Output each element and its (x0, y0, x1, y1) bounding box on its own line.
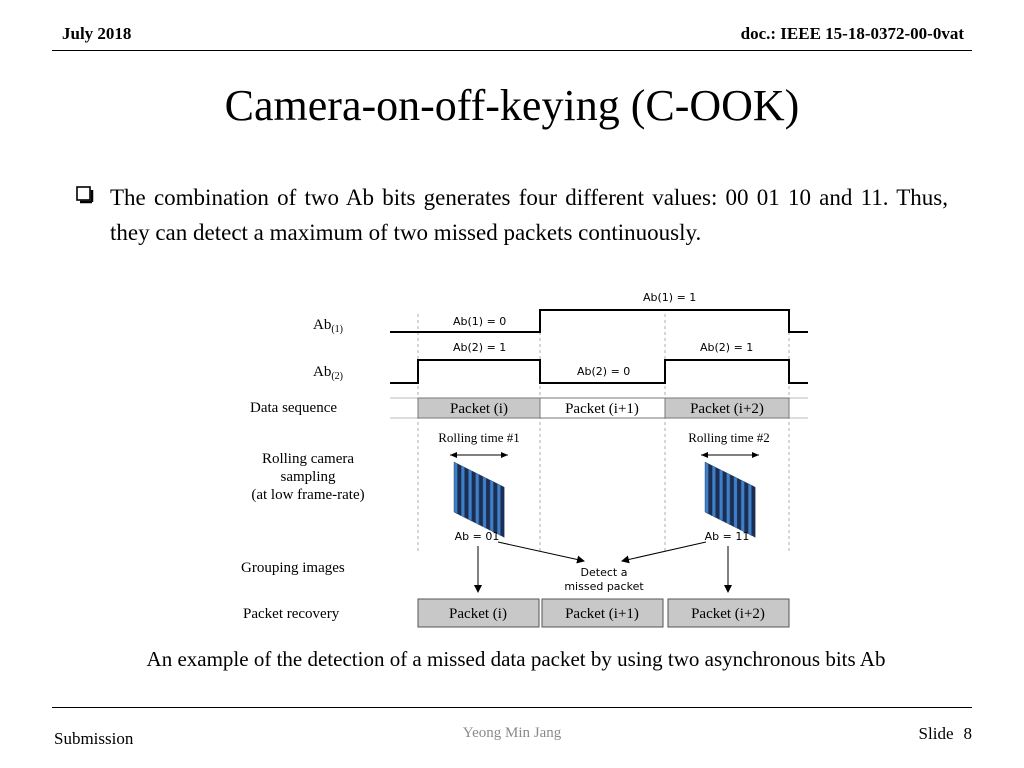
label-ab2-eq-0: Ab(2) = 0 (577, 365, 630, 378)
packet-i-plus-2 (664, 397, 790, 419)
label-rolling-1: Rolling camera (262, 451, 354, 467)
rolling-frame-stripe (726, 472, 731, 526)
rolling-frame-stripe (704, 461, 709, 515)
rolling-time-1: Rolling time #1 (438, 430, 520, 445)
rolling-frame-stripe (719, 468, 723, 522)
header-doc-id: doc.: IEEE 15-18-0372-00-0vat (740, 24, 964, 43)
label-ab2-eq-1-left: Ab(2) = 1 (453, 341, 506, 354)
rolling-frames-group-2 (704, 461, 756, 538)
rolling-frame-stripe (715, 467, 720, 520)
label-recovery: Packet recovery (243, 606, 340, 622)
rolling-frame-stripe (453, 461, 458, 515)
slide-number: 8 (963, 724, 973, 743)
slide-label: Slide (918, 724, 954, 743)
arrow-to-detect-left (497, 541, 585, 564)
rolling-time-2: Rolling time #2 (688, 430, 770, 445)
rolling-frame-stripe (740, 479, 745, 533)
label-ab1: Ab(1) (313, 317, 343, 335)
footer-submission: Submission (54, 729, 134, 748)
packet-i-label: Packet (i) (450, 401, 508, 417)
rolling-frame-stripe (497, 483, 501, 536)
packet-i-plus-1-label: Packet (i+1) (565, 401, 639, 417)
ab2-waveform (390, 359, 808, 384)
rolling-frame-stripe (457, 463, 462, 517)
rolling-frame-stripe (464, 467, 469, 520)
c-ook-diagram: Ab(1) Ab(2) Data sequence Rolling camera… (241, 291, 808, 628)
recovered-packet-i-label: Packet (i) (449, 606, 507, 622)
recovered-packet-i-plus-2-label: Packet (i+2) (691, 606, 765, 622)
arrow-to-detect-right (621, 541, 707, 564)
header-date: July 2018 (62, 24, 132, 43)
rolling-frame-stripe (489, 479, 494, 533)
label-ab1-eq-0: Ab(1) = 0 (453, 315, 506, 328)
footer-author: Yeong Min Jang (462, 725, 562, 741)
slide-title: Camera-on-off-keying (C-OOK) (224, 81, 800, 130)
footer-slide: Slide 8 (919, 724, 972, 744)
rolling-frame-stripe (744, 481, 749, 535)
rolling-frame-stripe (722, 470, 727, 524)
figure-caption: An example of the detection of a missed … (146, 647, 886, 671)
recovered-packet-i-plus-1-label: Packet (i+1) (565, 606, 639, 622)
rolling-frame-stripe (733, 476, 738, 529)
label-rolling-2: sampling (281, 469, 336, 485)
ab-value-1: Ab = 01 (455, 530, 500, 543)
recovered-packet-i (417, 598, 540, 628)
rolling-frame-stripe (737, 477, 741, 531)
bullet-text: The combination of two Ab bits generates… (110, 185, 948, 245)
detect-line-1: Detect a (581, 566, 628, 579)
checkbox-bullet-icon (76, 186, 94, 204)
rolling-frame-stripe (712, 465, 716, 518)
label-grouping: Grouping images (241, 560, 345, 576)
footer-rule (52, 707, 972, 708)
label-ab2-eq-1-right: Ab(2) = 1 (700, 341, 753, 354)
ab1-waveform (390, 309, 808, 333)
rolling-frame-stripe (486, 477, 490, 531)
rolling-frame-stripe (460, 465, 465, 518)
recovered-packet-i-plus-2 (667, 598, 790, 628)
packet-i-plus-2-label: Packet (i+2) (690, 401, 764, 417)
rolling-frame-stripe (730, 474, 734, 527)
rolling-frame-stripe (708, 463, 713, 517)
label-ab1-eq-1: Ab(1) = 1 (643, 291, 696, 304)
rolling-frame-stripe (482, 476, 487, 529)
rolling-frame-stripe (751, 485, 756, 538)
rolling-frame-stripe (748, 483, 752, 536)
rolling-frame-stripe (468, 468, 473, 522)
recovered-packet-i-plus-1 (541, 598, 664, 628)
label-ab2: Ab(2) (313, 364, 343, 382)
detect-line-2: missed packet (564, 580, 644, 593)
rolling-frame-stripe (478, 474, 483, 527)
label-rolling-3: (at low frame-rate) (251, 487, 364, 503)
rolling-frame-stripe (475, 472, 480, 526)
label-data-sequence: Data sequence (250, 400, 337, 416)
ab-value-2: Ab = 11 (705, 530, 750, 543)
rolling-frame-stripe (500, 485, 505, 538)
rolling-frame-stripe (471, 470, 476, 524)
header-rule (52, 50, 972, 51)
rolling-frame-stripe (493, 481, 498, 535)
rolling-frames-group-1 (453, 461, 505, 538)
